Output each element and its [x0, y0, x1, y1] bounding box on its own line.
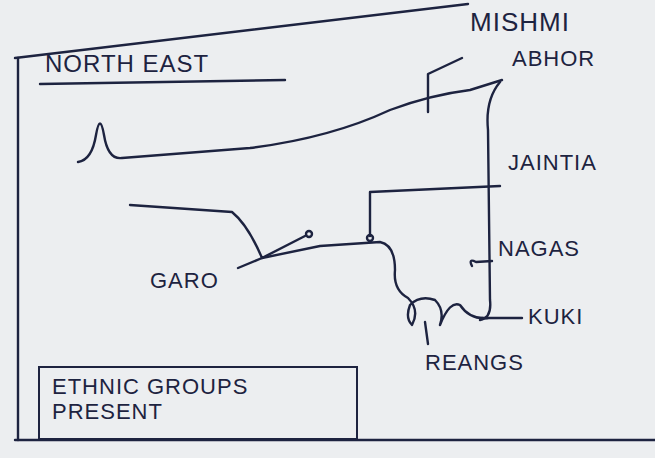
ethnic-group-label: JAINTIA	[508, 150, 597, 175]
ethnic-group-label: KUKI	[528, 304, 583, 329]
north-border	[78, 80, 502, 162]
frame-top	[15, 4, 468, 58]
garo-dot	[306, 231, 312, 237]
mishmi-leader	[428, 58, 462, 112]
title-underline	[40, 80, 285, 84]
south-border	[262, 242, 488, 325]
frame-left	[17, 58, 19, 440]
ethnic-group-label: ABHOR	[512, 46, 595, 71]
ethnic-group-label: MISHMI	[470, 8, 570, 38]
garo-leader	[238, 258, 262, 268]
box-text: ETHNIC GROUPS PRESENT	[52, 374, 344, 425]
nagas-leader	[471, 261, 492, 266]
map-title: NORTH EAST	[45, 50, 209, 78]
west-border	[130, 205, 305, 258]
legend-box: ETHNIC GROUPS PRESENT	[38, 366, 358, 440]
jaintia-dot	[367, 235, 373, 241]
ethnic-group-label: GARO	[150, 268, 219, 293]
jaintia-leader	[370, 186, 500, 236]
ethnic-group-label: REANGS	[425, 350, 524, 375]
reangs-leader	[425, 322, 428, 344]
east-border	[480, 82, 500, 320]
ethnic-group-label: NAGAS	[498, 236, 580, 261]
